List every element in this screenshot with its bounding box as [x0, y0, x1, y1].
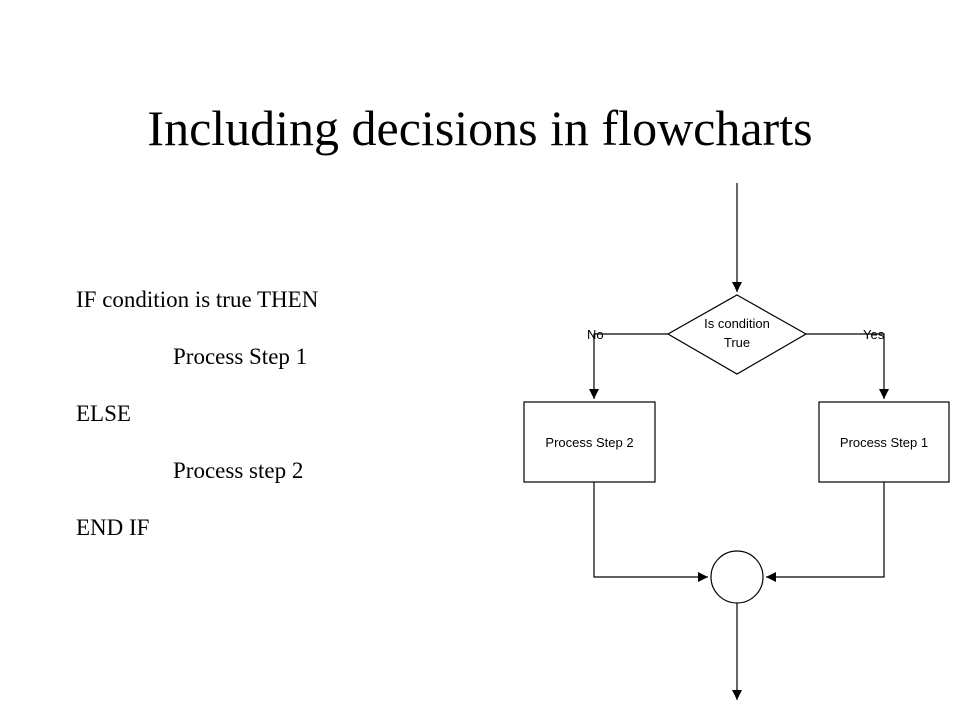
yes-branch-arrow	[806, 333, 889, 399]
process-step-1-label: Process Step 1	[840, 435, 928, 450]
process-step-2-label: Process Step 2	[545, 435, 633, 450]
decision-diamond	[666, 294, 808, 375]
no-branch-arrow	[589, 333, 668, 399]
pseudocode-end-if-line: END IF	[76, 515, 150, 540]
pseudocode-else-line: ELSE	[76, 401, 131, 426]
left-merge-arrow	[593, 482, 708, 582]
right-merge-arrow	[766, 482, 885, 582]
connector-circle	[710, 550, 764, 604]
decision-text-line1: Is condition	[704, 316, 770, 331]
pseudocode-process-step-2-line: Process step 2	[173, 458, 304, 483]
process-step-2-box	[523, 401, 656, 483]
pseudocode-if-line: IF condition is true THEN	[76, 287, 319, 312]
decision-text-line2: True	[724, 335, 750, 350]
yes-label: Yes	[863, 327, 885, 342]
no-label: No	[587, 327, 604, 342]
process-step-1-box	[818, 401, 950, 483]
slide-title: Including decisions in flowcharts	[147, 100, 813, 156]
pseudocode-process-step-1-line: Process Step 1	[173, 344, 308, 369]
